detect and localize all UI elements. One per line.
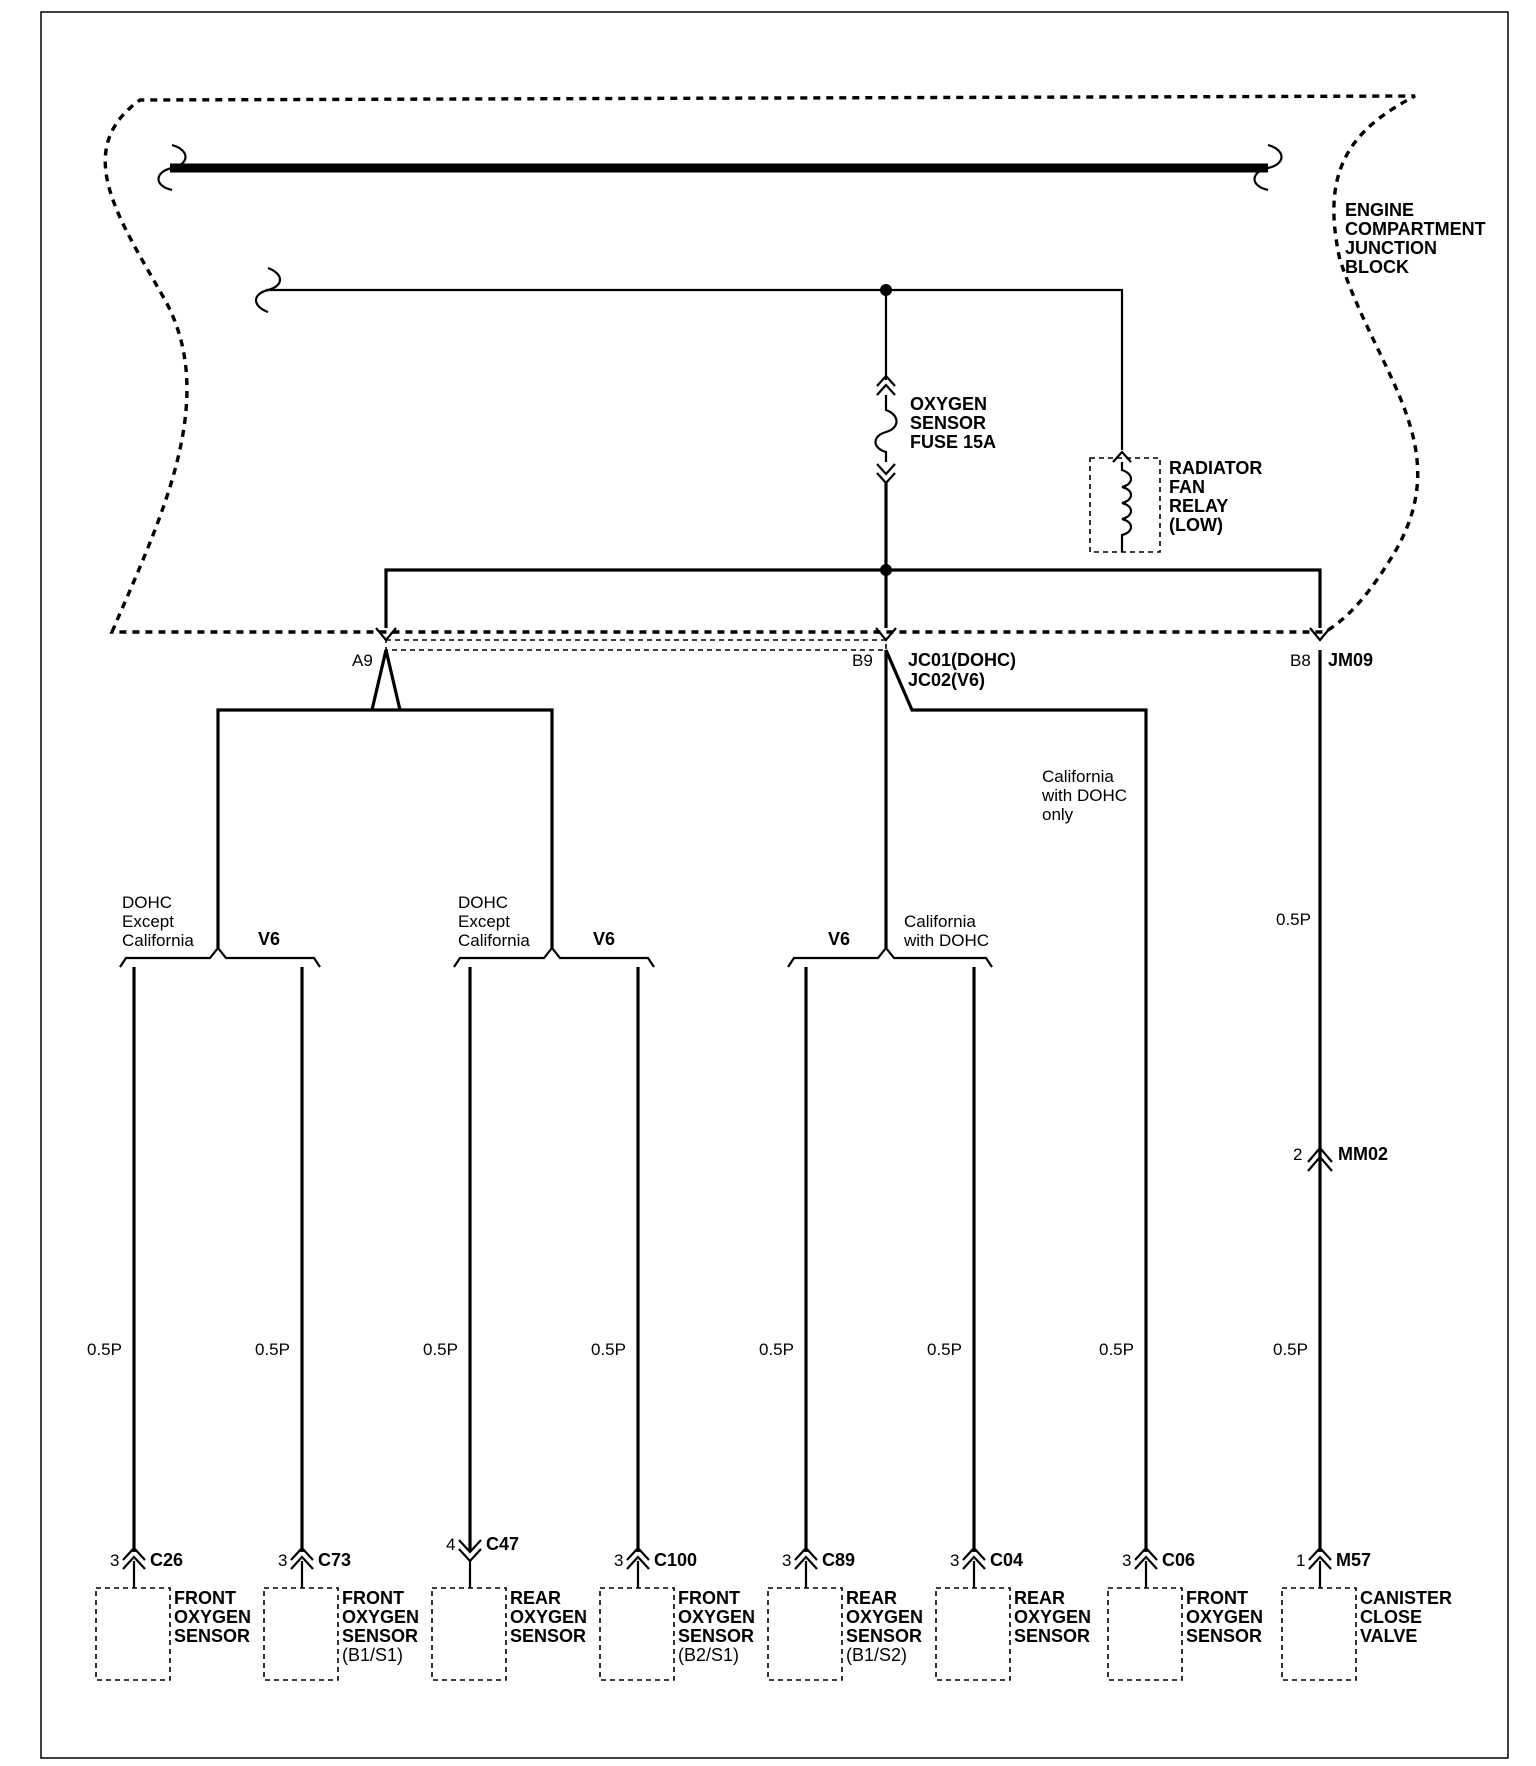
component-box: [767, 1587, 843, 1681]
wire-gauge-b8-upper: 0.5P: [1276, 910, 1311, 929]
connector-id: C06: [1162, 1550, 1195, 1570]
branch-label-v6-1: V6: [258, 929, 280, 949]
wire-gauge-label: 0.5P: [1099, 1340, 1134, 1359]
distribution-bus: [384, 568, 1322, 628]
bus-bar-left-end: [157, 143, 187, 192]
connector-icon: [794, 1546, 818, 1570]
terminal-b8-label: B8: [1290, 651, 1311, 670]
a9-harness: [216, 649, 554, 948]
connector-icon: [290, 1546, 314, 1570]
wire-gauge-label: 0.5P: [423, 1340, 458, 1359]
wire-gauge-label: 0.5P: [1273, 1340, 1308, 1359]
branch-label-dohc-except-ca-1: DOHC Except California: [122, 893, 194, 950]
branch-label-ca-with-dohc-only: California with DOHC only: [1041, 767, 1132, 824]
connector-pin: 3: [110, 1551, 119, 1570]
split-bracket-1: [119, 946, 321, 968]
junction-block-label: ENGINE COMPARTMENT JUNCTION BLOCK: [1345, 200, 1491, 277]
fuse-connector-top: [876, 374, 896, 396]
relay-coil-icon: [1120, 462, 1133, 552]
split-bracket-3: [787, 946, 993, 968]
connector-id: C47: [486, 1534, 519, 1554]
component-box: [935, 1587, 1011, 1681]
component-box: [95, 1587, 171, 1681]
connector-icon: [962, 1546, 986, 1570]
junction-block-outline: [103, 94, 1420, 634]
branch-label-v6-3: V6: [828, 929, 850, 949]
fuse-label: OXYGEN SENSOR FUSE 15A: [910, 394, 996, 452]
branch-label-dohc-except-ca-2: DOHC Except California: [458, 893, 530, 950]
terminal-a9-label: A9: [352, 651, 373, 670]
b9-harness: [884, 649, 1148, 1552]
connector-icon: [1134, 1546, 1158, 1570]
wire-gauge-label: 0.5P: [591, 1340, 626, 1359]
ignition-feed-wire: [266, 288, 1124, 450]
radiator-fan-relay-box: [1089, 457, 1161, 553]
fuse-connector-bottom: [876, 463, 896, 485]
terminal-b8-arrow: [1309, 627, 1331, 642]
connector-id: M57: [1336, 1550, 1371, 1570]
terminal-jc02-label: JC02(V6): [908, 670, 985, 690]
mm02-pin: 2: [1293, 1145, 1302, 1164]
connector-icon: [626, 1546, 650, 1570]
connector-id: C100: [654, 1550, 697, 1570]
connector-pin: 3: [1122, 1551, 1131, 1570]
ignition-feed-end: [254, 266, 282, 314]
terminal-b9-arrow: [875, 627, 897, 642]
terminal-a9-arrow: [375, 627, 397, 642]
mm02-label: MM02: [1338, 1144, 1388, 1164]
connector-id: C89: [822, 1550, 855, 1570]
terminal-b9-label: B9: [852, 651, 873, 670]
component-box: [599, 1587, 675, 1681]
bus-bar-right-end: [1253, 143, 1283, 192]
component-box: [1107, 1587, 1183, 1681]
connector-pin: 1: [1296, 1551, 1305, 1570]
connector-icon: [122, 1546, 146, 1570]
page-border: [40, 11, 1509, 1759]
component-box: [263, 1587, 339, 1681]
wire-gauge-label: 0.5P: [759, 1340, 794, 1359]
branch-label-ca-with-dohc: California with DOHC: [903, 912, 989, 950]
connector-pin: 4: [446, 1535, 455, 1554]
connector-id: C26: [150, 1550, 183, 1570]
component-box: [1281, 1587, 1357, 1681]
wire-gauge-label: 0.5P: [87, 1340, 122, 1359]
mm02-connector-icon: [1307, 1146, 1333, 1172]
component-box: [431, 1587, 507, 1681]
branch-label-v6-2: V6: [593, 929, 615, 949]
shared-connector-outline: [385, 639, 887, 651]
connector-pin: 3: [278, 1551, 287, 1570]
connector-pin: 3: [782, 1551, 791, 1570]
connector-id: C73: [318, 1550, 351, 1570]
connector-pin: 3: [950, 1551, 959, 1570]
terminal-jc01-label: JC01(DOHC): [908, 650, 1016, 670]
connector-id: C04: [990, 1550, 1023, 1570]
connector-icon: [1308, 1546, 1332, 1570]
split-bracket-2: [453, 946, 655, 968]
terminal-jm09-label: JM09: [1328, 650, 1373, 670]
fuse-element: [874, 395, 898, 462]
relay-label: RADIATOR FAN RELAY (LOW): [1169, 458, 1267, 535]
connector-pin: 3: [614, 1551, 623, 1570]
relay-connector: [1112, 450, 1132, 463]
wire-gauge-label: 0.5P: [927, 1340, 962, 1359]
wire-gauge-label: 0.5P: [255, 1340, 290, 1359]
